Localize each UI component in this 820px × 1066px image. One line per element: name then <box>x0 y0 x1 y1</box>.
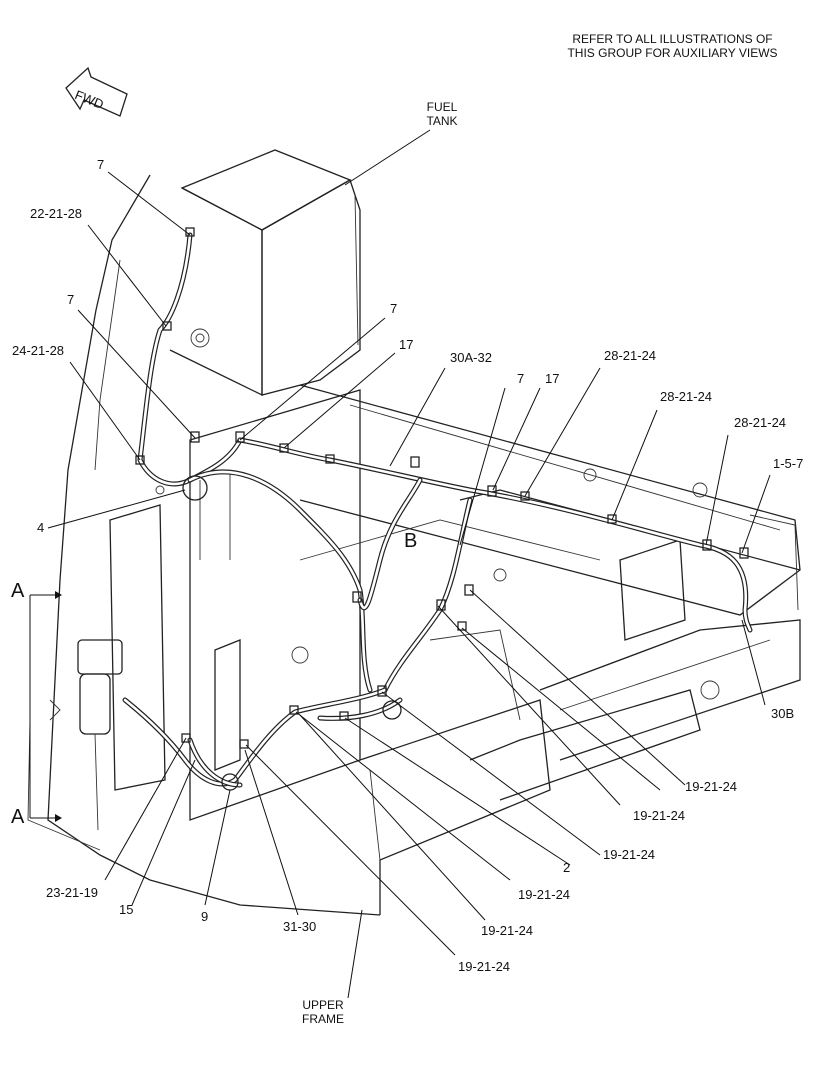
view-b-letter: B <box>404 530 418 552</box>
callout-31-30: 31-30 <box>283 919 317 934</box>
fuel-filter-assembly <box>77 639 123 831</box>
callout-1-5-7: 1-5-7 <box>773 456 804 471</box>
callout-28-21-24-b: 28-21-24 <box>660 389 713 404</box>
fuel-tank-drawing <box>169 149 361 397</box>
callout-30b: 30B <box>771 706 795 721</box>
hose-clamps <box>135 227 749 791</box>
header-note: REFER TO ALL ILLUSTRATIONS OF THIS GROUP… <box>555 32 790 60</box>
view-a-top-letter: A <box>11 580 25 602</box>
view-a-bottom-letter: A <box>11 806 25 828</box>
callout-22-21-28: 22-21-28 <box>30 206 83 221</box>
fuel-tank-line-2: TANK <box>426 114 458 128</box>
callout-7-center: 7 <box>390 301 398 316</box>
callout-19-21-24-f: 19-21-24 <box>458 959 511 974</box>
upper-frame-line-1: UPPER <box>302 998 344 1012</box>
callout-7-right: 7 <box>517 371 525 386</box>
callout-19-21-24-c: 19-21-24 <box>603 847 656 862</box>
callout-4: 4 <box>37 520 45 535</box>
callout-17-right: 17 <box>545 371 560 386</box>
callout-30a-32: 30A-32 <box>450 350 492 365</box>
callout-19-21-24-b: 19-21-24 <box>633 808 686 823</box>
section-a-line <box>29 591 62 822</box>
callout-24-21-28: 24-21-28 <box>12 343 65 358</box>
callout-23-21-19: 23-21-19 <box>46 885 99 900</box>
callout-28-21-24-c: 28-21-24 <box>734 415 787 430</box>
fuel-tank-line-1: FUEL <box>426 100 458 114</box>
callout-15: 15 <box>119 902 134 917</box>
callout-2: 2 <box>563 860 571 875</box>
leader-lines <box>47 129 771 999</box>
upper-frame-line-2: FRAME <box>302 1012 344 1026</box>
left-body-panel <box>27 174 381 916</box>
fwd-arrow-icon <box>65 66 128 117</box>
callout-28-21-24-a: 28-21-24 <box>604 348 657 363</box>
callout-7-left: 7 <box>67 292 75 307</box>
upper-frame-label: UPPER FRAME <box>295 998 351 1026</box>
header-note-line-2: THIS GROUP FOR AUXILIARY VIEWS <box>567 46 778 60</box>
callout-9: 9 <box>201 909 209 924</box>
header-note-line-1: REFER TO ALL ILLUSTRATIONS OF <box>572 32 773 46</box>
callout-19-21-24-d: 19-21-24 <box>518 887 571 902</box>
fuel-tank-label: FUEL TANK <box>420 100 464 128</box>
fuel-hoses <box>122 232 753 788</box>
callout-19-21-24-a: 19-21-24 <box>685 779 738 794</box>
callout-17-left: 17 <box>399 337 414 352</box>
callout-7-top: 7 <box>97 157 105 172</box>
callout-19-21-24-e: 19-21-24 <box>481 923 534 938</box>
